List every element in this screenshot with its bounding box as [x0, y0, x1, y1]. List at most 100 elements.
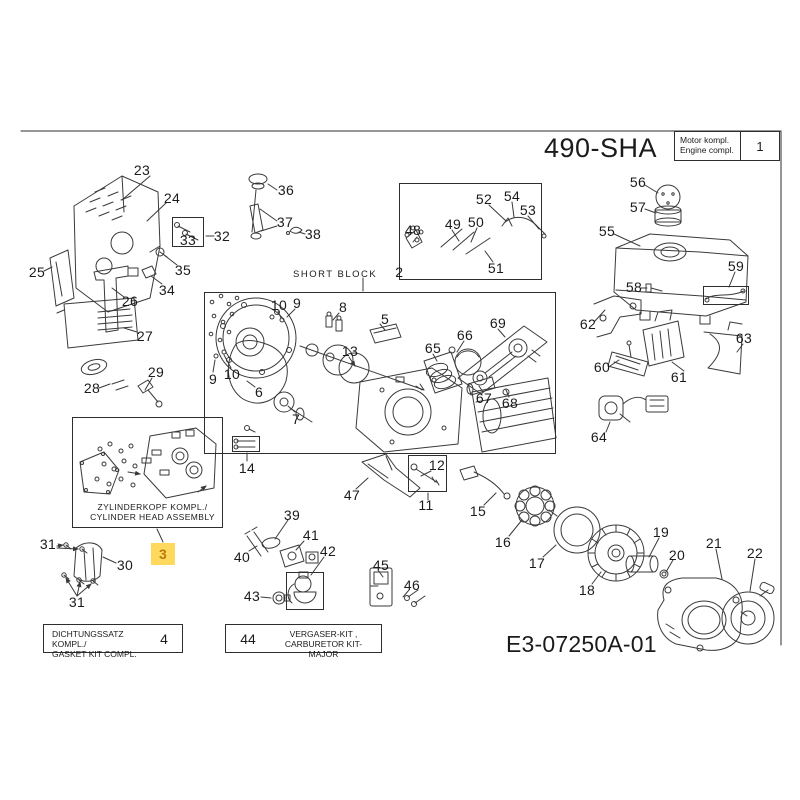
screws-14-box: [232, 436, 260, 452]
part-label-6: 6: [254, 384, 264, 400]
gasket-kit-box: DICHTUNGSSATZ KOMPL./ GASKET KIT COMPL. …: [43, 624, 183, 659]
part-label-34: 34: [158, 282, 176, 298]
part-label-31: 31: [68, 594, 86, 610]
part-label-17: 17: [528, 555, 546, 571]
muffler-group-art: [49, 249, 163, 408]
engine-name-en: Engine compl.: [680, 145, 734, 155]
part-label-30: 30: [116, 557, 134, 573]
page-frame: [20, 130, 782, 646]
gasket-kit-label: DICHTUNGSSATZ KOMPL./ GASKET KIT COMPL.: [44, 625, 146, 659]
part-label-42: 42: [319, 543, 337, 559]
short-block-label: SHORT BLOCK 2: [293, 264, 403, 280]
part-label-45: 45: [372, 557, 390, 573]
screws-33-box: [172, 217, 204, 247]
engine-legend-box: Motor kompl. Engine compl. 1: [674, 131, 780, 161]
part-label-9: 9: [292, 295, 302, 311]
gasket-kit-label-de: DICHTUNGSSATZ KOMPL./: [52, 629, 124, 649]
cylinder-head-box-label: ZYLINDERKOPF KOMPL./ CYLINDER HEAD ASSEM…: [73, 502, 222, 522]
part-label-37: 37: [276, 214, 294, 230]
part-label-56: 56: [629, 174, 647, 190]
part-label-51: 51: [487, 260, 505, 276]
part-label-10: 10: [270, 297, 288, 313]
gasket-kit-label-en: GASKET KIT COMPL.: [52, 649, 137, 659]
gasket-kit-ref: 4: [160, 630, 168, 647]
part-label-54: 54: [503, 188, 521, 204]
ignition-flywheel-art: [459, 465, 669, 582]
housing-recoil-art: [657, 577, 775, 652]
part-label-47: 47: [343, 487, 361, 503]
part-label-25: 25: [28, 264, 46, 280]
cylinder-head-art: [79, 427, 217, 499]
highlighted-ref-3: 3: [150, 543, 176, 565]
part-label-49: 49: [444, 216, 462, 232]
cylinder-head-label-en: CYLINDER HEAD ASSEMBLY: [90, 512, 215, 522]
part-label-39: 39: [283, 507, 301, 523]
part-label-64: 64: [590, 429, 608, 445]
part-label-50: 50: [467, 214, 485, 230]
cylinder-head-label-de: ZYLINDERKOPF KOMPL./: [97, 502, 208, 512]
part-label-20: 20: [668, 547, 686, 563]
blower-shroud-art: [73, 175, 199, 313]
part-label-36: 36: [277, 182, 295, 198]
bolt-12-box: [408, 455, 447, 492]
part-label-68: 68: [501, 395, 519, 411]
part-label-38: 38: [304, 226, 322, 242]
part-label-62: 62: [579, 316, 597, 332]
part-label-32: 32: [213, 228, 231, 244]
part-label-26: 26: [121, 293, 139, 309]
carburetor-kit-ref: 44: [240, 630, 256, 647]
page-title: 490-SHA: [544, 133, 658, 163]
part-label-63: 63: [735, 330, 753, 346]
part-label-66: 66: [456, 327, 474, 343]
part-label-33: 33: [179, 232, 197, 248]
short-block-box: [204, 292, 556, 454]
engine-legend-ref: 1: [756, 138, 764, 154]
carburetor-kit-label-en: CARBURETOR KIT- MAJOR: [284, 639, 363, 659]
carburetor-42-box: [286, 572, 324, 610]
part-label-31: 31: [39, 536, 57, 552]
short-block-text: SHORT BLOCK: [293, 269, 378, 280]
part-label-18: 18: [578, 582, 596, 598]
part-label-61: 61: [670, 369, 688, 385]
cylinder-head-box: ZYLINDERKOPF KOMPL./ CYLINDER HEAD ASSEM…: [72, 417, 223, 528]
brackets-coil-art: [593, 295, 743, 423]
carburetor-kit-label: VERGASER-KIT , CARBURETOR KIT- MAJOR: [270, 625, 381, 659]
part-label-53: 53: [519, 202, 537, 218]
fuel-line-box: [703, 286, 749, 305]
part-label-5: 5: [380, 311, 390, 327]
air-guide-art: [61, 542, 103, 586]
part-label-11: 11: [418, 497, 434, 513]
part-label-13: 13: [341, 343, 359, 359]
drawing-number: E3-07250A-01: [506, 631, 657, 657]
part-label-57: 57: [629, 199, 647, 215]
part-label-58: 58: [625, 279, 643, 295]
fuel-tank-art: [613, 184, 749, 325]
part-label-60: 60: [593, 359, 611, 375]
leader-lines: [43, 175, 756, 599]
part-label-7: 7: [291, 411, 301, 427]
part-label-48: 48: [404, 222, 422, 238]
part-label-21: 21: [705, 535, 723, 551]
part-label-28: 28: [83, 380, 101, 396]
part-label-65: 65: [424, 340, 442, 356]
part-label-41: 41: [302, 527, 320, 543]
part-label-59: 59: [727, 258, 745, 274]
part-label-16: 16: [494, 534, 512, 550]
part-label-14: 14: [238, 460, 256, 476]
small-parts-art: [233, 425, 440, 498]
part-label-12: 12: [428, 457, 446, 473]
part-label-8: 8: [338, 299, 348, 315]
part-label-19: 19: [652, 524, 670, 540]
part-label-29: 29: [147, 364, 165, 380]
part-label-22: 22: [746, 545, 764, 561]
part-label-46: 46: [403, 577, 421, 593]
part-label-69: 69: [489, 315, 507, 331]
part-label-23: 23: [133, 162, 151, 178]
carburetor-kit-label-de: VERGASER-KIT ,: [289, 629, 358, 639]
carburetor-art: [244, 526, 426, 607]
part-label-40: 40: [233, 549, 251, 565]
part-label-10: 10: [223, 366, 241, 382]
short-block-ref: 2: [395, 264, 404, 280]
part-label-43: 43: [243, 588, 261, 604]
